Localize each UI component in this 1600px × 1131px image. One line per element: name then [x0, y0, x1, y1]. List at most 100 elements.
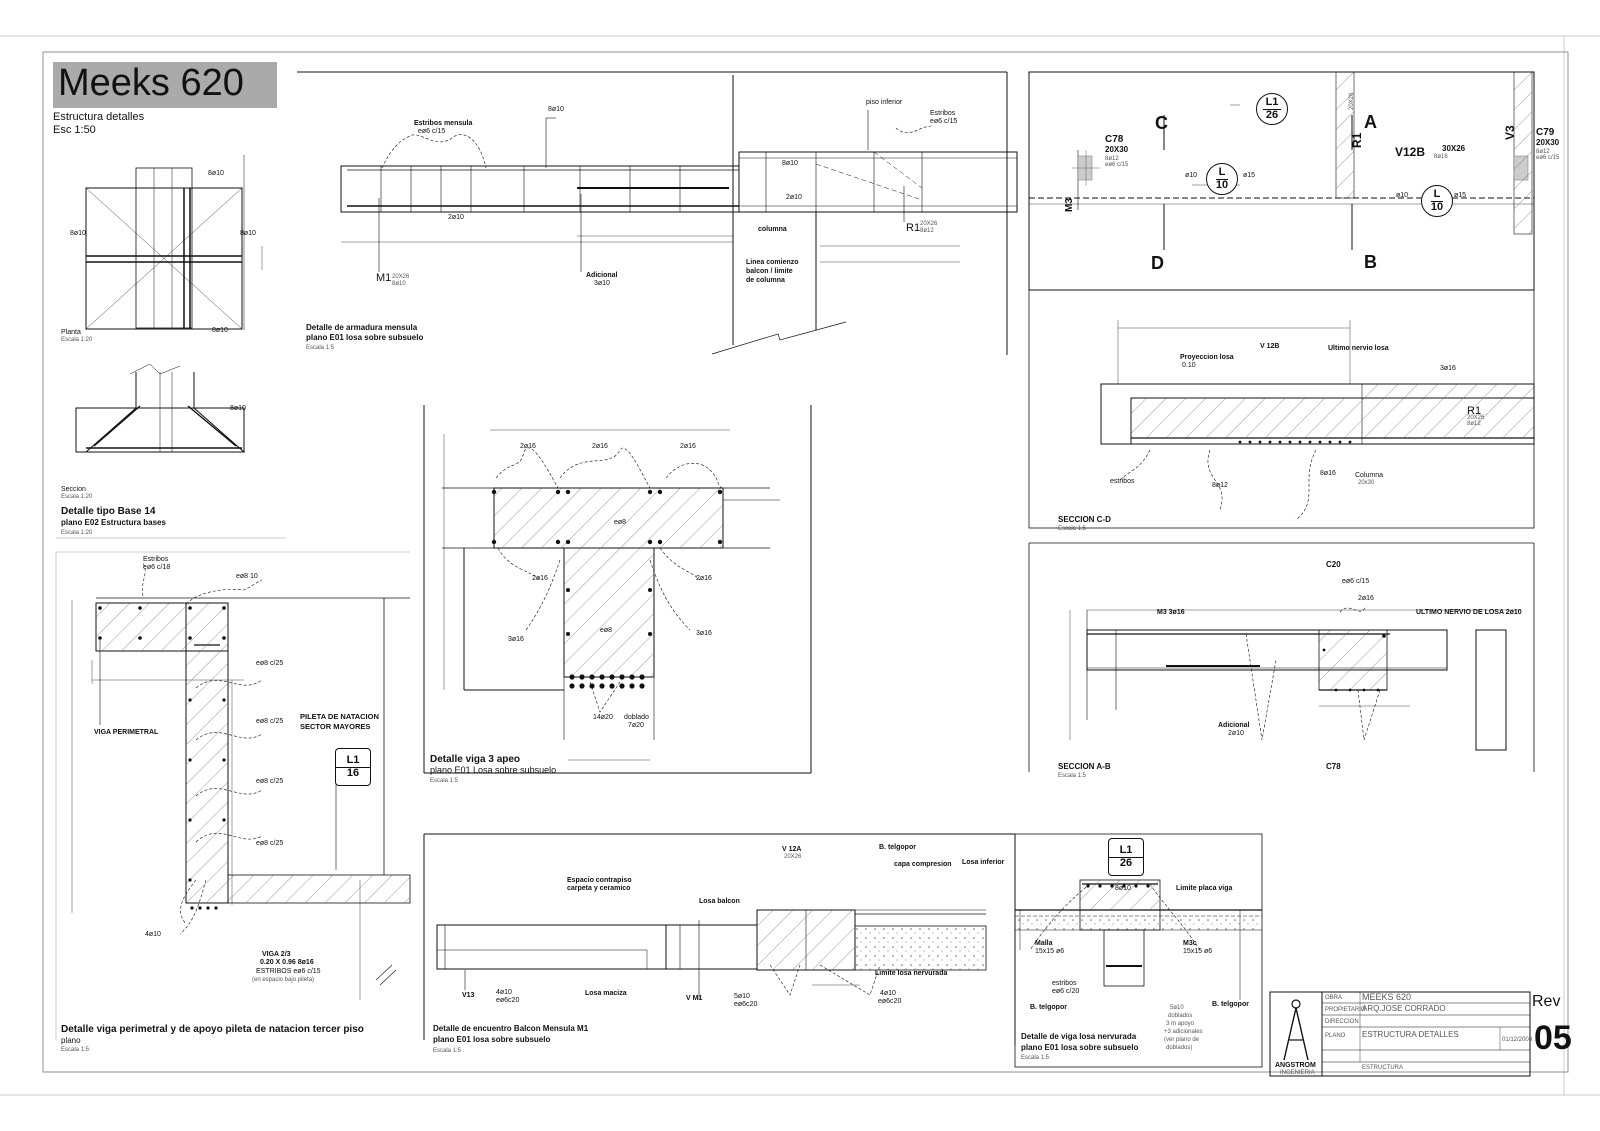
- perimetral-l1: L1: [336, 754, 370, 768]
- perimetral-stir-d: eø8 c/25: [256, 840, 284, 847]
- perimetral-scale: Escala 1:5: [61, 1047, 90, 1053]
- cd-ultimo: Ultimo nervio losa: [1328, 345, 1389, 352]
- cd-columna: Columna: [1355, 472, 1384, 479]
- ab-col-hatch: [1319, 630, 1387, 690]
- balcon-lightweight-fill: [855, 926, 986, 970]
- balcon-losa-maciza: Losa maciza: [585, 990, 627, 997]
- tb-row5-val: ESTRUCTURA: [1362, 1065, 1404, 1071]
- viga3-doblado-spec: 7ø20: [628, 722, 644, 729]
- nervurada-limite: Limite placa viga: [1176, 885, 1233, 892]
- perimetral-bottom: 4ø10: [145, 931, 161, 938]
- base14-title: Detalle tipo Base 14: [61, 506, 156, 517]
- cd-r1-hatch: [1362, 384, 1534, 438]
- perimetral-viga23-stir: ESTRIBOS eø6 c/15: [256, 968, 321, 975]
- plan-bubble-l10b-bot: 10: [1430, 201, 1444, 213]
- base14-plan-label: Planta: [61, 329, 81, 336]
- balcon-limite: Limite losa nervurada: [875, 970, 948, 977]
- plan-v12b-bars: 8ø16: [1434, 154, 1448, 160]
- project-title-box: [53, 62, 277, 108]
- mensula-estribos-spec: eø6 c/15: [418, 128, 446, 135]
- balcon-capa: capa compresion: [894, 861, 952, 868]
- balcon-v13: V13: [462, 992, 475, 999]
- plan-bubble-l10-bot: 10: [1215, 179, 1229, 191]
- balcon-vm1-bars: 5ø10: [734, 993, 750, 1000]
- viga3-stir-a: eø8: [614, 519, 627, 526]
- project-scale: Esc 1:50: [53, 124, 96, 136]
- ab-adicional: Adicional: [1218, 722, 1250, 729]
- balcon-beam-hatch: [757, 910, 855, 970]
- plan-c78-bars: 8ø12: [1105, 156, 1119, 162]
- plan-bubble-l1-26: L1 26: [1256, 93, 1288, 125]
- plan-axis-a: A: [1364, 112, 1377, 132]
- nervurada-note6: doblados): [1166, 1045, 1193, 1051]
- tb-row2-key: PROPIETARIO: [1325, 1007, 1366, 1013]
- mensula-bot-bar: 2ø10: [448, 214, 464, 221]
- nervurada-note1: 5ø10: [1170, 1005, 1184, 1011]
- tb-row4-key: PLANO: [1325, 1033, 1346, 1039]
- plan-v3: V3: [1503, 125, 1517, 140]
- viga3-mid-a: 2ø16: [532, 575, 548, 582]
- nervurada-note3: 3 m apoyo: [1166, 1021, 1195, 1027]
- firm-logo-name: ANGSTROM: [1275, 1062, 1316, 1069]
- viga3-side-b: 3ø16: [696, 630, 712, 637]
- base14-bar-e: 8ø10: [230, 405, 246, 412]
- base14-subtitle: plano E02 Estructura bases: [61, 518, 166, 527]
- mensula-columna: columna: [758, 226, 787, 233]
- viga3-doblado: doblado: [624, 714, 649, 721]
- mensula-estribos2-spec: eø6 c/15: [930, 118, 958, 125]
- perimetral-title: Detalle viga perimetral y de apoyo pilet…: [61, 1024, 364, 1035]
- viga3-top-b: 2ø16: [592, 443, 608, 450]
- mensula-r1-spec: 20X26 8ø12: [920, 221, 938, 234]
- balcon-losa-balcon: Losa balcon: [699, 898, 740, 905]
- nervurada-note4: +3 adicionales: [1164, 1029, 1203, 1035]
- viga3-top-c: 2ø16: [680, 443, 696, 450]
- plan-phi-b: ø15: [1243, 172, 1256, 179]
- nervurada-note2: doblados: [1168, 1013, 1193, 1019]
- plan-c78-stir: eø6 c/15: [1105, 162, 1129, 168]
- base14-bar-d: 8ø10: [212, 327, 228, 334]
- base14-scale: Escala 1:20: [61, 530, 93, 536]
- perimetral-beam-hatch: [96, 603, 228, 651]
- cd-v12b: V 12B: [1260, 343, 1280, 350]
- perimetral-pileta2: SECTOR MAYORES: [300, 722, 371, 731]
- plan-phi-a: ø10: [1185, 172, 1198, 179]
- cd-scale: Escala 1:5: [1058, 526, 1087, 532]
- plan-bubble-l1-26-bot: 26: [1265, 109, 1279, 121]
- tb-row1-val: MEEKS 620: [1362, 992, 1412, 1002]
- plan-c79-dim: 20X30: [1536, 138, 1560, 147]
- balcon-vm1: V M1: [686, 995, 703, 1002]
- mensula-linea: Linea comienzo: [746, 259, 799, 266]
- tb-row4-val: ESTRUCTURA DETALLES: [1362, 1030, 1459, 1039]
- tb-row2-val: ARQ.JOSE CORRADO: [1362, 1004, 1446, 1013]
- nervurada-bars: 8ø10: [1115, 885, 1131, 892]
- cd-proyeccion: Proyeccion losa: [1180, 354, 1234, 361]
- viga3-side-a: 3ø16: [508, 636, 524, 643]
- ab-stir: eø6 c/15: [1342, 578, 1370, 585]
- perimetral-slab-hatch: [228, 875, 410, 903]
- plan-c78: C78: [1105, 134, 1124, 145]
- plan-r1-hatch: [1336, 72, 1354, 198]
- base14-section-label: Seccion: [61, 486, 86, 493]
- base14-section-scale: Escala 1:20: [61, 494, 93, 500]
- cd-bar-c: 8ø16: [1320, 470, 1336, 477]
- perimetral-viga23-note: (en espacio bajo pileta): [252, 977, 315, 983]
- perimetral-estribos-spec: eø6 c/18: [143, 564, 171, 571]
- ab-adicional-spec: 2ø10: [1228, 730, 1244, 737]
- mensula-m1: M1: [376, 272, 392, 284]
- nervurada-telgopor-a: B. telgopor: [1030, 1004, 1067, 1011]
- plan-c79-bars: 8ø12: [1536, 149, 1550, 155]
- mensula-right-bar-b: 2ø10: [786, 194, 802, 201]
- viga3-mid-b: 2ø16: [696, 575, 712, 582]
- tb-rev-label: Rev: [1532, 993, 1561, 1010]
- cd-estribos: estribos: [1110, 478, 1135, 485]
- plan-bubble-l10b-top: L: [1430, 189, 1444, 202]
- ab-scale: Escala 1:5: [1058, 773, 1087, 779]
- mensula-m1-spec: 20X26 8ø10: [392, 274, 410, 287]
- mensula-estribos: Estribos mensula: [414, 120, 473, 127]
- viga3-subtitle: plano E01 Losa sobre subsuelo: [430, 765, 557, 775]
- tb-rev-number: 05: [1534, 1019, 1572, 1057]
- balcon-v13-stir: eø6c20: [496, 997, 520, 1004]
- plan-c79-stir: eø6 c/15: [1536, 155, 1560, 161]
- viga3-stir-b: eø8: [600, 627, 613, 634]
- sheet-border: [42, 51, 1569, 1073]
